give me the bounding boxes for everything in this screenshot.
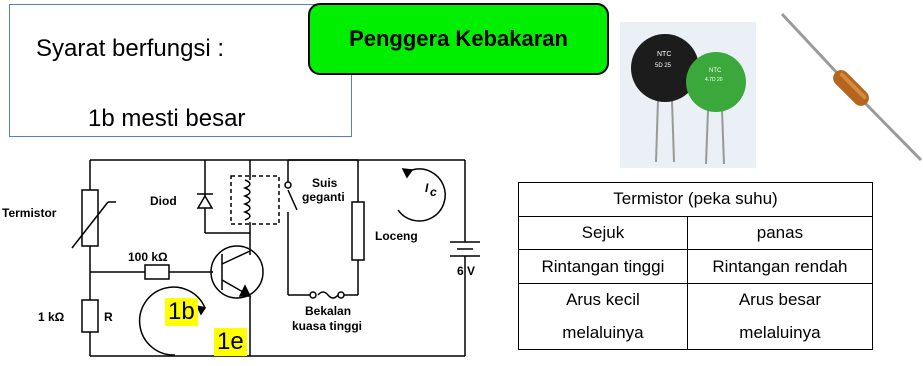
ntc-label-1: NTC <box>657 51 671 58</box>
label-bell: Loceng <box>375 229 418 243</box>
emitter-current-tag: 1e <box>214 328 247 356</box>
condition-title: Syarat berfungsi : <box>36 35 225 62</box>
condition-value: 1b mesti besar <box>88 105 246 132</box>
label-resistor-1k: 1 kΩ <box>38 310 65 324</box>
header-cold: Sejuk <box>518 215 688 251</box>
thermistor-properties-table: Termistor (peka suhu) Sejuk panas Rintan… <box>518 182 874 350</box>
table-cell: Rintangan rendah <box>686 249 874 285</box>
table-cell: Rintangan tinggi <box>518 249 688 285</box>
label-resistor-100k: 100 kΩ <box>128 250 168 264</box>
label-supply-line1: Bekalan <box>305 304 351 318</box>
ntc-label-3: NTC <box>709 68 722 74</box>
glass-thermistor-photo <box>780 12 923 162</box>
header-hot: panas <box>686 215 874 251</box>
label-thermistor: Termistor <box>2 206 57 220</box>
table-title: Termistor (peka suhu) <box>518 182 873 217</box>
table-row: melaluinya melaluinya <box>518 316 874 350</box>
ntc-label-4: 4.7D 20 <box>705 77 723 83</box>
table-row: Rintangan tinggi Rintangan rendah <box>518 249 874 285</box>
label-resistor-r: R <box>104 310 113 324</box>
circuit-diagram: Termistor Diod Suis geganti I c Loceng 1… <box>2 159 480 357</box>
ntc-label-2: 5D 25 <box>655 63 672 69</box>
condition-box: Syarat berfungsi : 1b mesti besar <box>9 4 352 137</box>
label-battery: 6 V <box>457 264 475 278</box>
table-cell: melaluinya <box>518 316 688 350</box>
label-supply-line2: kuasa tinggi <box>292 319 362 333</box>
base-current-tag: 1b <box>165 298 198 326</box>
page-title: Penggera Kebakaran <box>308 3 609 75</box>
table-cell: melaluinya <box>686 316 874 350</box>
table-title-row: Termistor (peka suhu) <box>518 182 873 217</box>
label-diode: Diod <box>150 194 177 208</box>
label-switch-line2: geganti <box>302 190 345 204</box>
table-cell: Arus kecil <box>518 283 688 317</box>
label-current: I <box>425 181 429 195</box>
table-row: Arus kecil Arus besar <box>518 283 874 317</box>
table-header-row: Sejuk panas <box>518 215 874 251</box>
label-current-sub: c <box>430 185 437 199</box>
label-switch-line1: Suis <box>312 176 338 190</box>
ntc-thermistor-photo: NTC 5D 25 NTC 4.7D 20 <box>620 22 756 168</box>
table-cell: Arus besar <box>686 283 874 317</box>
